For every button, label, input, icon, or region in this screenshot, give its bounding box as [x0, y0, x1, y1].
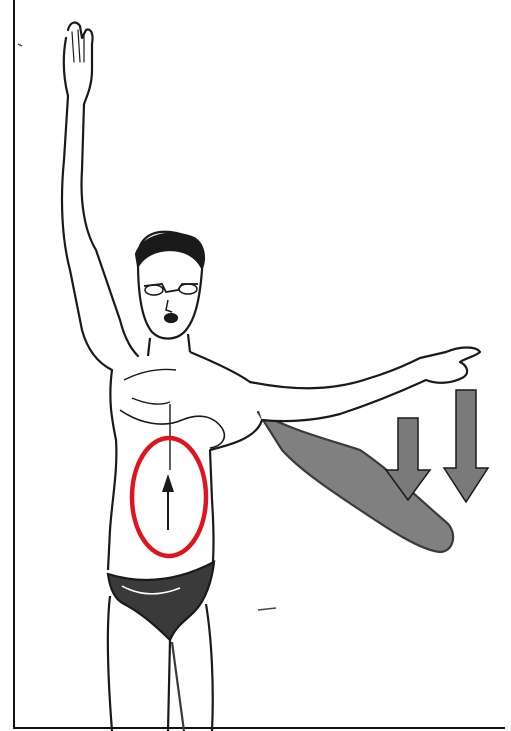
swim-briefs	[108, 562, 214, 640]
sketch-mark	[18, 44, 22, 46]
raised-arm	[62, 23, 138, 370]
head	[136, 232, 204, 356]
outstretched-arm	[250, 348, 480, 553]
highlight-ellipse	[132, 438, 206, 556]
down-arrow-icon	[444, 390, 488, 502]
up-arrow-icon	[162, 474, 174, 492]
torso	[108, 352, 264, 574]
sketch-mark	[258, 608, 276, 610]
